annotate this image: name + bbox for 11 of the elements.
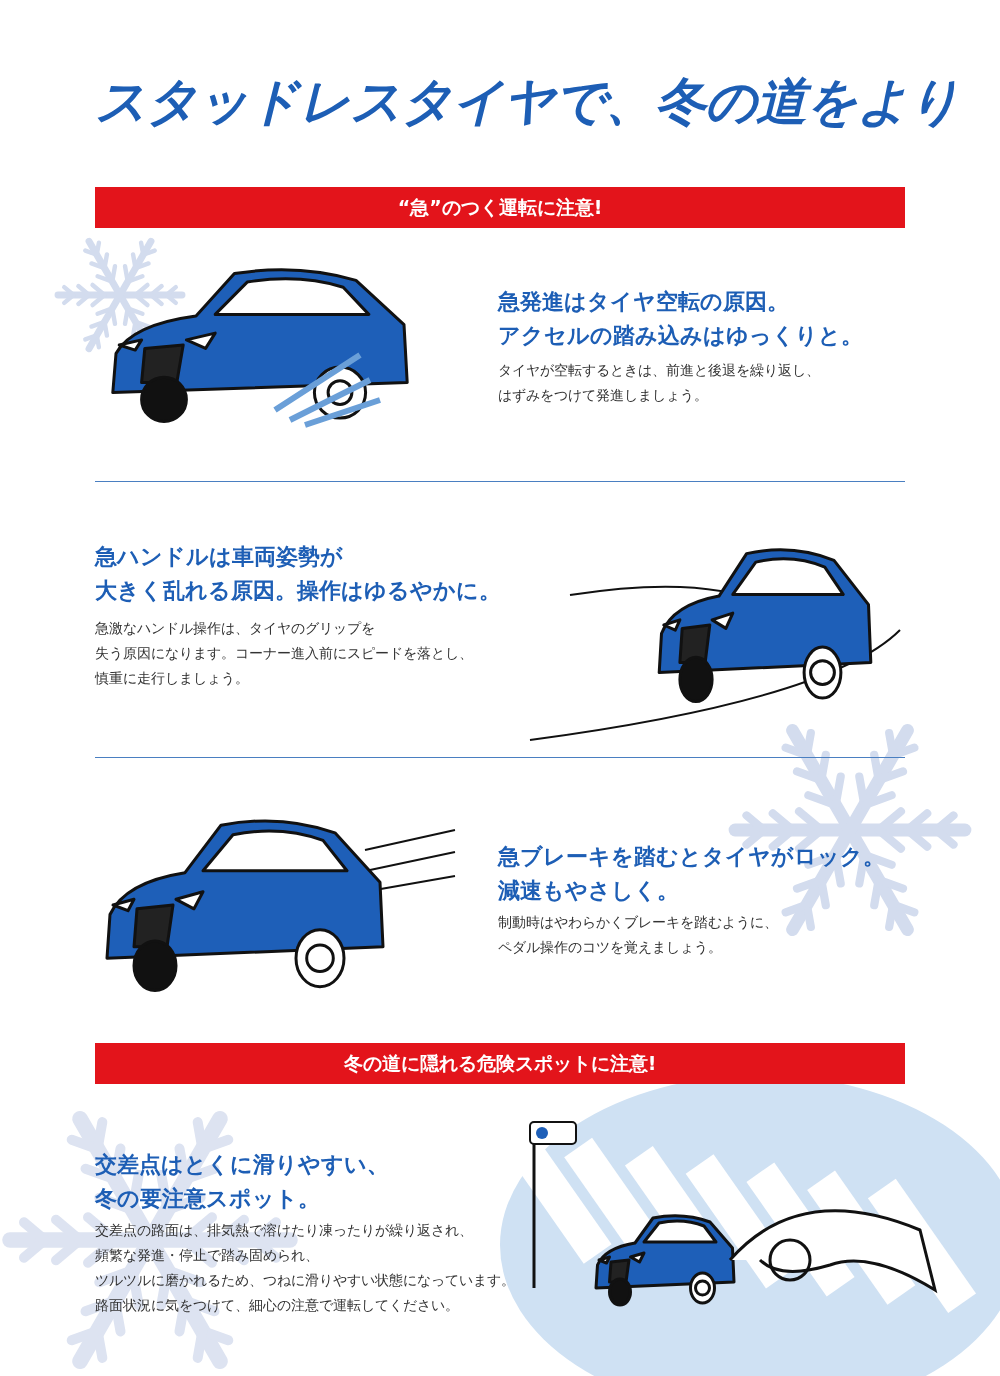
paragraph: 制動時はやわらかくブレーキを踏むように、ペダル操作のコツを覚えましょう。 <box>498 913 778 957</box>
heading: 急ブレーキを踏むとタイヤがロック。減速もやさしく。 <box>498 843 885 905</box>
paragraph: 交差点の路面は、排気熱で溶けたり凍ったりが繰り返され、頻繁な発進・停止で踏み固められ、ツルツルに磨かれるため、つねに滑りやすい状態になっています。路面状況に気をつけて、細心の注意で運転してください。 <box>95 1221 515 1315</box>
heading: 交差点はとくに滑りやすい、冬の要注意スポット。 <box>95 1151 389 1213</box>
banner: 冬の道に隠れる危険スポットに注意! <box>95 1043 905 1084</box>
heading: 急ハンドルは車両姿勢が大きく乱れる原因。操作はゆるやかに。 <box>95 543 501 605</box>
banner: “急”のつく運転に注意! <box>95 187 905 228</box>
paragraph: タイヤが空転するときは、前進と後退を繰り返し、はずみをつけて発進しましょう。 <box>498 361 820 405</box>
heading: 急発進はタイヤ空転の原因。アクセルの踏み込みはゆっくりと。 <box>498 288 863 350</box>
title: スタッドレスタイヤで、冬の道をより <box>95 71 959 133</box>
paragraph: 急激なハンドル操作は、タイヤのグリップを失う原因になります。コーナー進入前にスピードを落とし、慎重に走行しましょう。 <box>95 619 473 688</box>
